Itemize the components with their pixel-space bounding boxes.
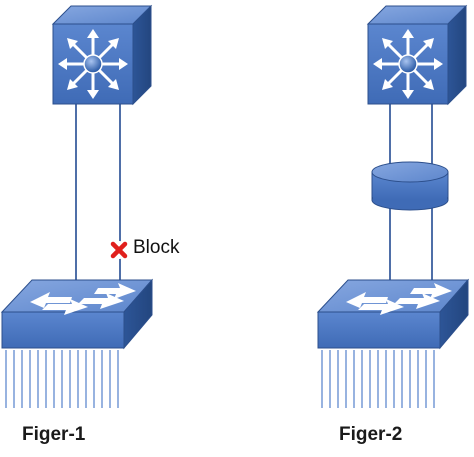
figure-2 [317,4,469,409]
multilayer-switch-icon [51,4,153,106]
switch-ports-fig1 [5,349,119,409]
block-label: Block [133,237,180,258]
cylinder-device-icon [371,161,449,211]
block-x-icon [110,241,128,259]
uplink-lines-fig2 [389,104,433,283]
figure-2-caption: Figer-2 [339,424,403,445]
multilayer-switch-icon [366,4,468,106]
workgroup-switch-icon [317,279,469,349]
workgroup-switch-icon [1,279,153,349]
figure-1-caption: Figer-1 [22,424,86,445]
figure-1 [1,4,153,409]
switch-ports-fig2 [321,349,435,409]
